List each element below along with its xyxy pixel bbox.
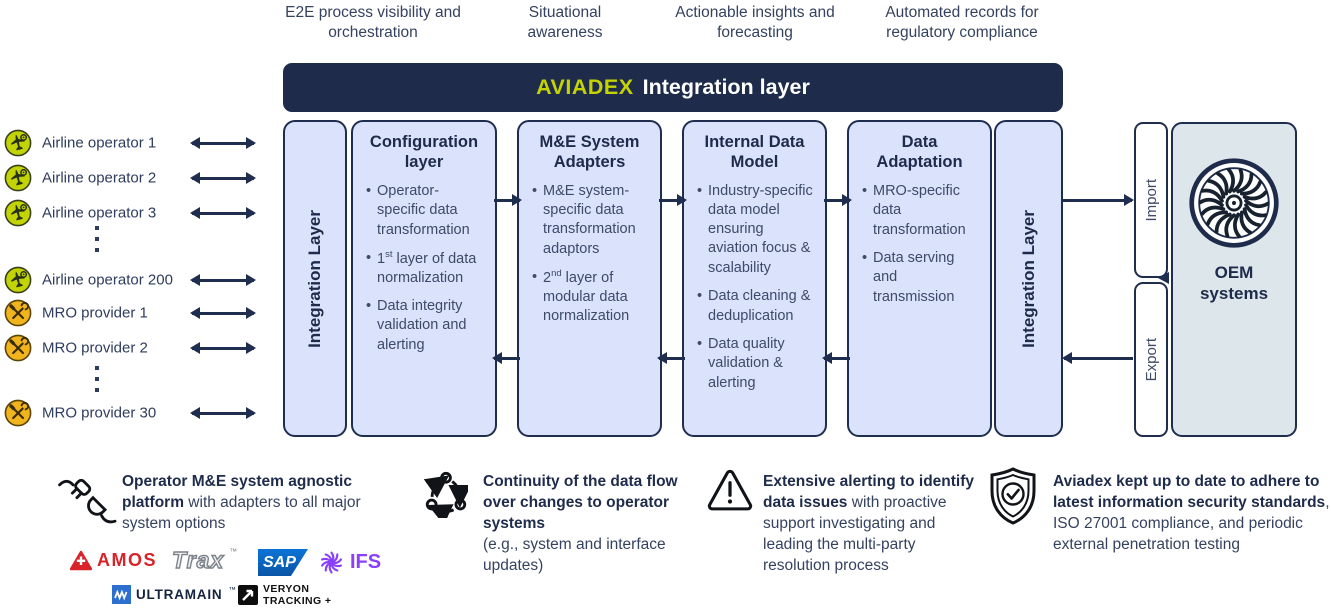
row-mro-provider-2: MRO provider 2 xyxy=(4,334,256,362)
import-box: Import xyxy=(1134,122,1168,278)
veryon-mark-icon xyxy=(238,585,258,606)
integration-layer-left-rail: Integration Layer xyxy=(283,120,347,437)
box-title: Configuration layer xyxy=(369,133,479,171)
flow-arrow-left xyxy=(657,352,685,364)
ifs-logo: IFS xyxy=(318,549,381,576)
warning-icon xyxy=(707,469,753,511)
entity-label: Airline operator 200 xyxy=(42,271,173,289)
benefit-label-insights: Actionable insights and forecasting xyxy=(675,4,835,42)
amos-mark-icon xyxy=(70,550,92,571)
callout-continuity: Continuity of the data flow over changes… xyxy=(483,473,678,575)
ellipsis-airlines xyxy=(95,226,99,252)
bullet: M&E system-specific data transformation … xyxy=(532,182,652,259)
plug-icon xyxy=(58,478,117,524)
ellipsis-mros xyxy=(95,366,99,392)
flow-arrow-right xyxy=(494,194,522,206)
bullet: 1st layer of data normalization xyxy=(366,249,487,288)
row-mro-provider-30: MRO provider 30 xyxy=(4,399,256,427)
row-airline-operator-1: Airline operator 1 xyxy=(4,129,256,157)
entity-label: Airline operator 3 xyxy=(42,204,157,222)
oem-label: OEM systems xyxy=(1199,263,1269,304)
callout-security: Aviadex kept up to date to adhere to lat… xyxy=(1053,473,1330,554)
ifs-pinwheel-icon xyxy=(320,551,343,574)
import-label: Import xyxy=(1142,178,1160,222)
benefit-label-compliance: Automated records for regulatory complia… xyxy=(885,4,1039,42)
configuration-layer-box: Configuration layer Operator-specific da… xyxy=(351,120,497,437)
oem-junction-arrow xyxy=(1158,272,1169,284)
export-label: Export xyxy=(1142,337,1160,382)
bullet: MRO-specific data transformation xyxy=(862,182,982,240)
double-arrow xyxy=(190,406,256,419)
double-arrow xyxy=(190,206,256,219)
double-arrow xyxy=(190,171,256,184)
cycle-icon xyxy=(424,471,468,518)
bullet: Data quality validation & alerting xyxy=(697,335,817,393)
rail-label: Integration Layer xyxy=(305,209,324,348)
box-title: Data Adaptation xyxy=(876,133,963,171)
turbine-icon xyxy=(1189,158,1279,248)
shield-check-icon xyxy=(990,467,1036,525)
row-airline-operator-200: Airline operator 200 xyxy=(4,266,256,294)
bullet: Data integrity validation and alerting xyxy=(366,297,487,355)
double-arrow xyxy=(190,136,256,149)
airline-operator-icon xyxy=(4,266,32,294)
box-title: Internal Data Model xyxy=(704,133,805,171)
mro-provider-icon xyxy=(4,334,32,362)
export-arrow xyxy=(1062,352,1133,364)
export-box: Export xyxy=(1134,282,1168,437)
callout-platform: Operator M&E system agnostic platform wi… xyxy=(122,473,361,533)
entity-label: Airline operator 2 xyxy=(42,169,157,187)
me-system-adapters-box: M&E System Adapters M&E system-specific … xyxy=(517,120,662,437)
double-arrow xyxy=(190,306,256,319)
aviadex-banner: AVIADEX Integration layer xyxy=(283,63,1063,112)
rail-label: Integration Layer xyxy=(1018,209,1038,348)
row-airline-operator-3: Airline operator 3 xyxy=(4,199,256,227)
flow-arrow-right xyxy=(824,194,852,206)
double-arrow xyxy=(190,341,256,354)
box-title: M&E System Adapters xyxy=(539,133,640,171)
banner-title: Integration layer xyxy=(642,75,810,99)
mro-provider-icon xyxy=(4,299,32,327)
entity-label: MRO provider 2 xyxy=(42,339,148,357)
row-mro-provider-1: MRO provider 1 xyxy=(4,299,256,327)
brand-name: AVIADEX xyxy=(536,75,634,99)
airline-operator-icon xyxy=(4,199,32,227)
callout-alerting: Extensive alerting to identify data issu… xyxy=(763,473,975,575)
bullet: 2nd layer of modular data normalization xyxy=(532,268,652,326)
flow-arrow-left xyxy=(492,352,520,364)
amos-logo: AMOS xyxy=(70,550,157,571)
flow-arrow-right xyxy=(659,194,687,206)
airline-operator-icon xyxy=(4,129,32,157)
integration-layer-right-rail: Integration Layer xyxy=(994,120,1063,437)
entity-label: Airline operator 1 xyxy=(42,134,157,152)
import-arrow xyxy=(1063,194,1134,206)
entity-label: MRO provider 30 xyxy=(42,404,157,422)
row-airline-operator-2: Airline operator 2 xyxy=(4,164,256,192)
sap-logo: SAP xyxy=(258,549,308,576)
bullet: Data cleaning & deduplication xyxy=(697,287,817,326)
flow-arrow-left xyxy=(822,352,850,364)
bullet: Data serving and transmission xyxy=(862,249,982,307)
bullet: Industry-specific data model ensuring av… xyxy=(697,182,817,278)
internal-data-model-box: Internal Data Model Industry-specific da… xyxy=(682,120,827,437)
oem-systems-box: OEM systems xyxy=(1171,122,1297,437)
double-arrow xyxy=(190,273,256,286)
bullet: Operator-specific data transformation xyxy=(366,182,487,240)
benefit-label-situational: Situational awareness xyxy=(527,4,603,42)
data-adaptation-box: Data Adaptation MRO-specific data transf… xyxy=(847,120,992,437)
ultramain-mark-icon xyxy=(112,585,131,604)
airline-operator-icon xyxy=(4,164,32,192)
benefit-label-e2e: E2E process visibility and orchestration xyxy=(285,4,461,42)
entity-label: MRO provider 1 xyxy=(42,304,148,322)
mro-provider-icon xyxy=(4,399,32,427)
